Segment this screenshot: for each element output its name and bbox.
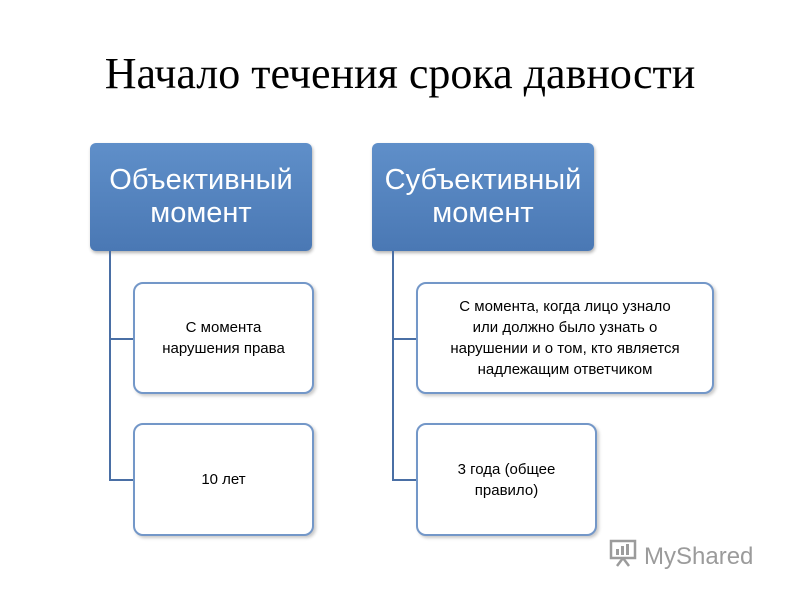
connector-line	[109, 338, 133, 340]
item-line: надлежащим ответчиком	[477, 361, 653, 378]
objective-moment-header: Объективный момент	[90, 143, 312, 251]
page-title: Начало течения срока давности	[104, 49, 696, 98]
item-line: 10 лет	[201, 471, 246, 488]
connector-line	[109, 251, 111, 481]
header-line: Субъективный	[384, 164, 582, 196]
presentation-board-icon	[608, 538, 638, 575]
item-line: С момента, когда лицо узнало	[459, 298, 671, 315]
subjective-moment-header: Субъективный момент	[372, 143, 594, 251]
watermark: MyShared	[608, 538, 753, 575]
item-line: нарушения права	[162, 340, 285, 357]
header-line: момент	[432, 197, 534, 229]
item-line: или должно было узнать о	[472, 319, 658, 336]
header-line: Объективный	[109, 164, 293, 196]
item-line: нарушении и о том, кто является	[450, 340, 680, 357]
item-line: 3 года (общее	[457, 460, 556, 478]
subjective-item-awareness: С момента, когда лицо узнало или должно …	[416, 282, 714, 394]
watermark-text: MyShared	[644, 542, 754, 570]
connector-line	[392, 251, 394, 481]
connector-line	[392, 338, 416, 340]
connector-line	[392, 479, 416, 481]
subjective-item-term: 3 года (общее правило)	[416, 423, 597, 536]
header-line: момент	[150, 197, 252, 229]
connector-line	[109, 479, 133, 481]
item-line: правило)	[474, 481, 539, 499]
objective-item-violation: С момента нарушения права	[133, 282, 314, 394]
item-line: С момента	[185, 319, 262, 336]
objective-item-term: 10 лет	[133, 423, 314, 536]
